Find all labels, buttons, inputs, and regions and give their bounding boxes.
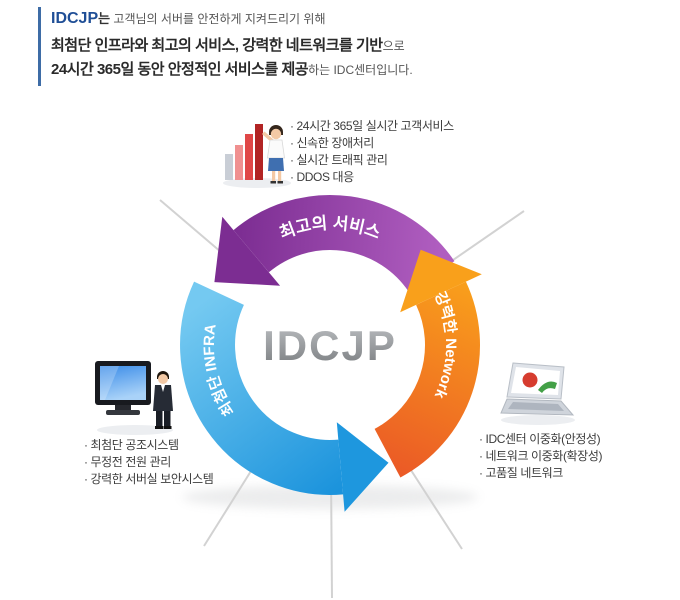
monitor-icon <box>95 361 151 415</box>
engineer-person-icon <box>153 371 173 429</box>
infra-arrowhead-icon <box>336 422 389 512</box>
intro-line-3-bold: 24시간 365일 동안 안정적인 서비스를 제공 <box>51 61 309 78</box>
intro-line-2-bold: 최첨단 인프라와 최고의 서비스, 강력한 네트워크를 기반 <box>51 37 383 54</box>
presenter-chart-illustration <box>223 124 291 188</box>
presenter-person-icon <box>262 125 285 184</box>
list-item: · 고품질 네트워크 <box>479 466 563 480</box>
list-item: · IDC센터 이중화(안정성) <box>479 432 601 446</box>
service-callout: · 24시간 365일 실시간 고객서비스 · 신속한 장애처리 · 실시간 트… <box>290 118 454 186</box>
list-item: · 24시간 365일 실시간 고객서비스 <box>290 119 454 133</box>
network-arrowhead-icon <box>400 249 482 313</box>
brand-name: IDCJP <box>51 10 99 27</box>
brand-particle: 는 <box>98 11 111 26</box>
list-item: · 최첨단 공조시스템 <box>84 438 179 452</box>
diagram-center <box>233 248 427 442</box>
list-item: · 네트워크 이중화(확장성) <box>479 449 603 463</box>
network-callout: · IDC센터 이중화(안정성) · 네트워크 이중화(확장성) · 고품질 네… <box>479 431 602 482</box>
laptop-illustration <box>500 362 575 425</box>
intro-line-1: IDCJP는 고객님의 서버를 안전하게 지켜드리기 위해 <box>51 8 413 28</box>
diagram-shadow <box>182 485 478 509</box>
list-item: · 강력한 서버실 보안시스템 <box>84 472 214 486</box>
intro-line-1-text: 고객님의 서버를 안전하게 지켜드리기 위해 <box>110 12 326 26</box>
list-item: · 무정전 전원 관리 <box>84 455 171 469</box>
diagram-center-label: IDCJP <box>263 322 397 369</box>
intro-line-3: 24시간 365일 동안 안정적인 서비스를 제공하는 IDC센터입니다. <box>51 58 413 82</box>
intro-text: IDCJP는 고객님의 서버를 안전하게 지켜드리기 위해 최첨단 인프라와 최… <box>38 7 413 86</box>
list-item: · 신속한 장애처리 <box>290 136 374 150</box>
bar-chart-icon <box>225 124 263 180</box>
laptop-icon <box>500 362 575 416</box>
service-arrowhead-icon <box>214 216 281 286</box>
illustration-shadow <box>97 425 173 435</box>
intro-line-2-text: 으로 <box>382 39 405 53</box>
infra-arc-band <box>180 281 344 495</box>
list-item: · DDOS 대응 <box>290 170 354 184</box>
intro-line-2: 최첨단 인프라와 최고의 서비스, 강력한 네트워크를 기반으로 <box>51 34 413 58</box>
network-arc <box>373 249 482 478</box>
network-arc-band <box>373 281 480 478</box>
service-arc-band <box>233 195 455 293</box>
infra-callout: · 최첨단 공조시스템 · 무정전 전원 관리 · 강력한 서버실 보안시스템 <box>84 437 214 488</box>
service-arc <box>214 195 455 293</box>
intro-line-3-text: 하는 IDC센터입니다. <box>308 63 413 77</box>
illustration-shadow <box>501 415 575 425</box>
engineer-monitor-illustration <box>95 361 173 435</box>
infra-arc <box>180 281 389 512</box>
list-item: · 실시간 트래픽 관리 <box>290 153 388 167</box>
